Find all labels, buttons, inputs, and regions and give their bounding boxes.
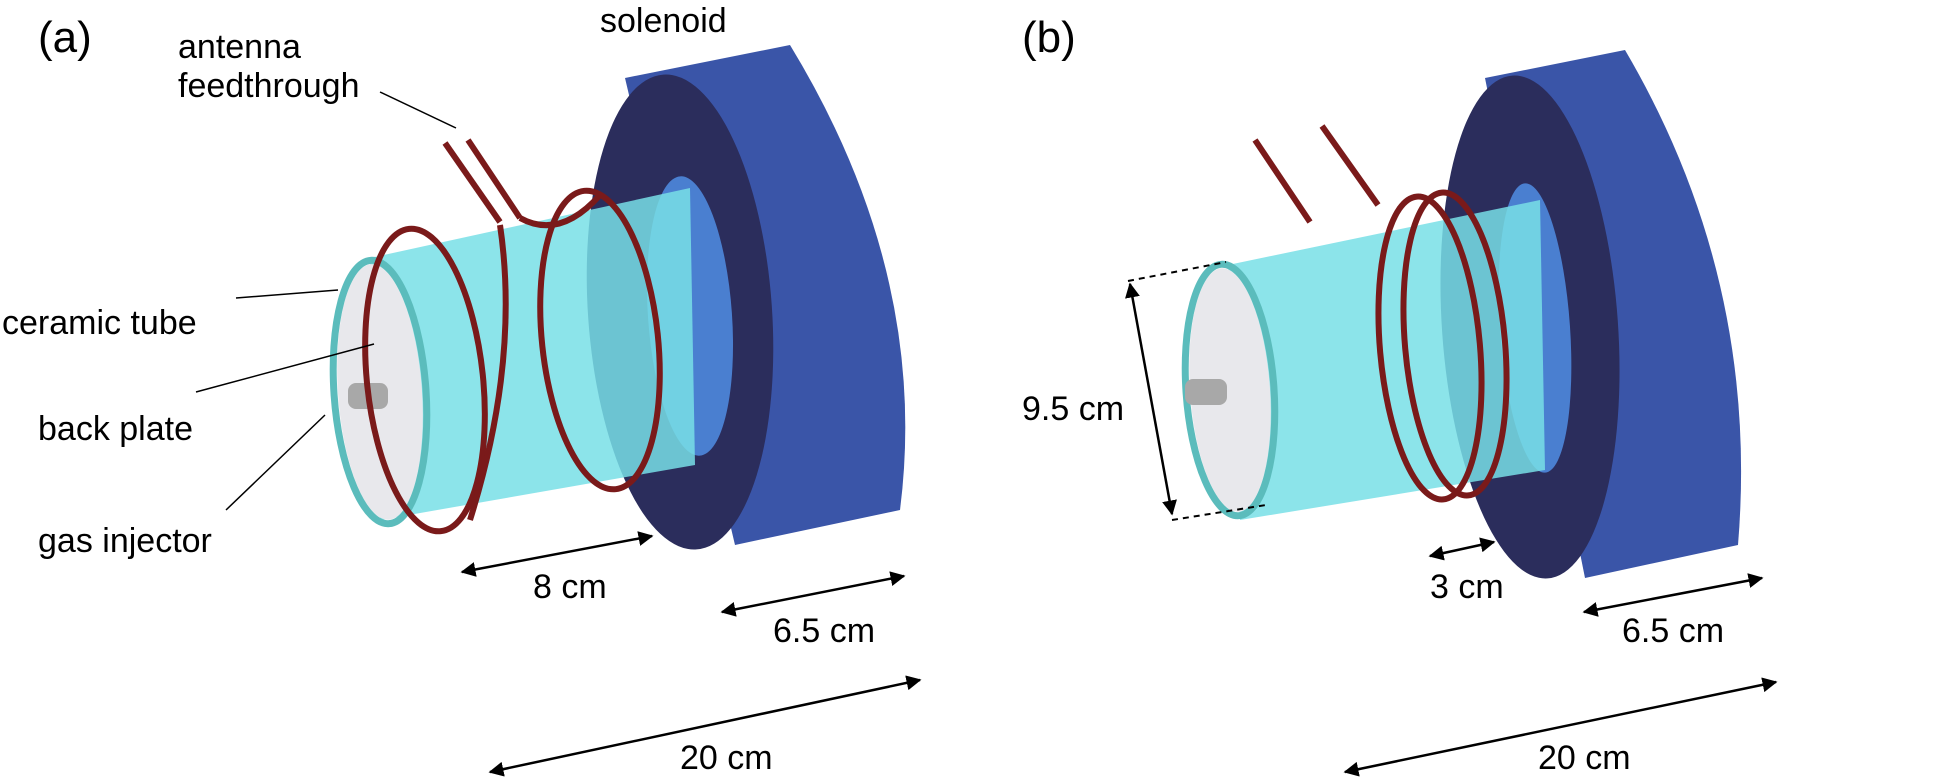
antenna-loop (1400, 189, 1510, 499)
panel-a-label: (a) (38, 13, 92, 62)
antenna-label-line2: feedthrough (178, 67, 360, 105)
antenna-length-label: 3 cm (1430, 568, 1504, 606)
antenna-loop (1375, 193, 1485, 503)
antenna-feedthrough-wire (1319, 124, 1381, 207)
gas-injector-label: gas injector (38, 522, 212, 560)
panel-a: (a) sol (2, 2, 922, 777)
solenoid-length-arrow (1582, 573, 1764, 617)
gas-injector-leader (225, 414, 326, 511)
antenna-label-line1: antenna (178, 28, 301, 66)
ceramic-tube-leader (235, 289, 339, 299)
tube-diameter-label: 9.5 cm (1022, 390, 1124, 428)
tube-body (1228, 200, 1545, 520)
antenna-a (362, 138, 663, 535)
panel-b: (b) 9.5 cm (1022, 13, 1778, 777)
solenoid-length-label: 6.5 cm (773, 612, 875, 650)
diameter-dash-top (1127, 261, 1227, 282)
antenna-length-arrow (460, 531, 654, 577)
tube-body (370, 188, 695, 520)
antenna-loop (362, 225, 488, 535)
callout-leaders-a (195, 91, 457, 511)
panel-b-label: (b) (1022, 13, 1076, 62)
solenoid-length-arrow (720, 571, 906, 617)
dimension-arrows-b (1343, 537, 1778, 777)
antenna-leader (379, 91, 457, 129)
antenna-feedthrough-wire (1252, 138, 1313, 224)
ceramic-tube-b (1181, 200, 1545, 520)
total-length-arrow (1343, 677, 1778, 777)
antenna-strap (518, 193, 603, 229)
back-plate (1189, 268, 1271, 512)
total-length-label: 20 cm (1538, 739, 1631, 777)
antenna-strap (467, 224, 509, 521)
ceramic-tube-label: ceramic tube (2, 304, 197, 342)
diameter-dash-bottom (1171, 504, 1267, 521)
antenna-loop (537, 187, 663, 493)
solenoid-length-label: 6.5 cm (1622, 612, 1724, 650)
dimension-arrows-a (460, 531, 922, 777)
antenna-length-label: 8 cm (533, 568, 607, 606)
tube-rim (329, 256, 431, 528)
antenna-feedthrough-wire (442, 141, 503, 224)
ceramic-tube-a (329, 188, 695, 528)
back-plate-leader (195, 343, 375, 393)
back-plate-label: back plate (38, 410, 193, 448)
diameter-dimension (1125, 261, 1267, 521)
diameter-arrow (1125, 282, 1177, 516)
antenna-length-arrow (1428, 537, 1496, 561)
antenna-b (1252, 124, 1510, 503)
gas-injector (1185, 379, 1227, 405)
total-length-arrow (488, 675, 922, 777)
antenna-feedthrough-wire (465, 138, 523, 220)
total-length-label: 20 cm (680, 739, 773, 777)
solenoid-label: solenoid (600, 2, 727, 40)
